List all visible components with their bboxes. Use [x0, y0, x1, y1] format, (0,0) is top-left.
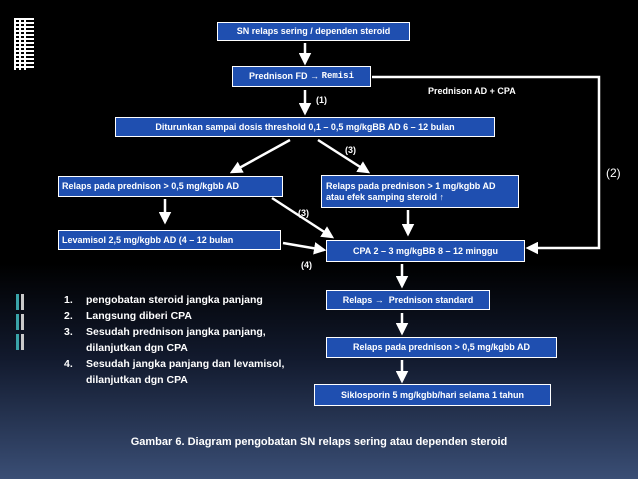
- legend-list: 1. pengobatan steroid jangka panjang 2. …: [64, 292, 289, 388]
- legend-number: 3.: [64, 326, 73, 338]
- label-2: (2): [606, 166, 621, 180]
- legend-text: Langsung diberi CPA: [86, 310, 192, 322]
- remisi-text: Remisi: [321, 71, 354, 81]
- label-4: (4): [301, 260, 312, 270]
- legend-text: Sesudah jangka panjang dan levamisol, di…: [86, 358, 285, 386]
- box-relaps-05-b: Relaps pada prednison > 0,5 mg/kgbb AD: [326, 337, 557, 358]
- legend-item: 1. pengobatan steroid jangka panjang: [64, 292, 289, 308]
- box-diturunkan: Diturunkan sampai dosis threshold 0,1 – …: [115, 117, 495, 137]
- legend-number: 2.: [64, 310, 73, 322]
- legend-item: 2. Langsung diberi CPA: [64, 308, 289, 324]
- legend-item: 3. Sesudah prednison jangka panjang, dil…: [64, 324, 289, 356]
- path-prednison-ad-cpa: [372, 75, 601, 255]
- prednison-fd-text: Prednison FD: [249, 71, 308, 81]
- arrow-diturunkan-to-relaps1: [317, 138, 371, 174]
- box-relaps-05: Relaps pada prednison > 0,5 mg/kgbb AD: [58, 176, 283, 197]
- label-1: (1): [316, 95, 327, 105]
- legend-text: pengobatan steroid jangka panjang: [86, 294, 263, 306]
- relaps-text: Relaps: [342, 294, 373, 305]
- legend-text: Sesudah prednison jangka panjang, dilanj…: [86, 326, 266, 354]
- arrow-glyph: →: [307, 71, 322, 81]
- arrow-relaps05-to-cpa: [271, 196, 335, 239]
- arrow-diturunkan-to-relaps05: [229, 138, 291, 174]
- box-cpa: CPA 2 – 3 mg/kgBB 8 – 12 minggu: [326, 240, 525, 262]
- arrow-levamisol-to-cpa: [282, 241, 327, 255]
- legend-number: 1.: [64, 294, 73, 306]
- box-prednison-fd: Prednison FD → Remisi: [232, 66, 371, 87]
- box-levamisol: Levamisol 2,5 mg/kgbb AD (4 – 12 bulan: [58, 230, 281, 250]
- label-3a: (3): [345, 145, 356, 155]
- label-3b: (3): [298, 208, 309, 218]
- figure-caption: Gambar 6. Diagram pengobatan SN relaps s…: [130, 436, 508, 448]
- box-sn-relaps-sering: SN relaps sering / dependen steroid: [217, 22, 410, 41]
- prednison-standard-text: Prednison standard: [388, 294, 474, 305]
- legend-number: 4.: [64, 358, 73, 370]
- box-siklosporin: Siklosporin 5 mg/kgbb/hari selama 1 tahu…: [314, 384, 551, 406]
- box-relaps-1: Relaps pada prednison > 1 mg/kgbb AD ata…: [321, 175, 519, 208]
- box-relaps-standard: Relaps → Prednison standard: [326, 290, 490, 310]
- arrow-glyph: →: [372, 294, 389, 305]
- label-prednison-ad-cpa: Prednison AD + CPA: [428, 86, 516, 96]
- legend-item: 4. Sesudah jangka panjang dan levamisol,…: [64, 356, 289, 388]
